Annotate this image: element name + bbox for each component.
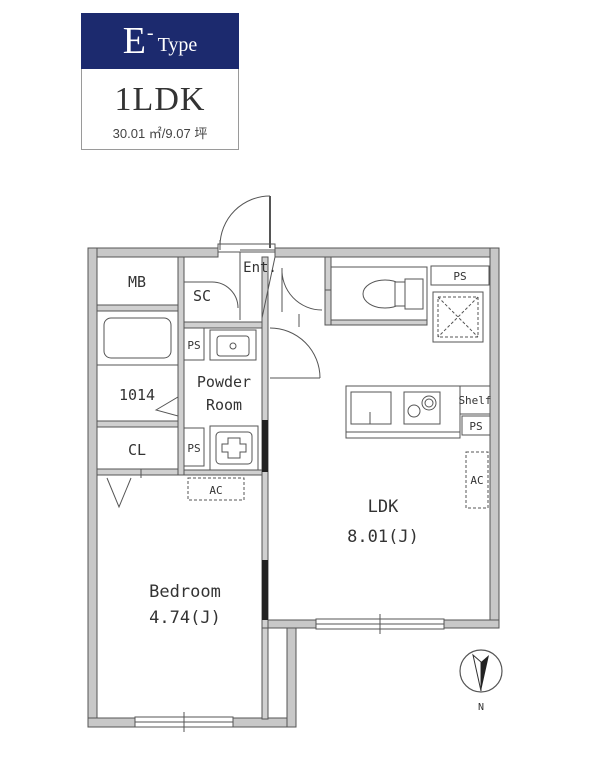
ps-kitchen-box [461,415,491,436]
ps-kitchen-label: PS [469,420,482,433]
north-label: N [478,702,484,713]
entrance [217,195,276,320]
ps-wc-label: PS [187,442,200,455]
layout-name: 1LDK [114,81,206,118]
bath-1014-label: 1014 [119,386,155,404]
window-ldk [315,614,445,634]
ldk-name: LDK [368,497,399,517]
window-bedroom [134,712,234,732]
cl-closet [96,426,179,470]
bedroom-name: Bedroom [149,582,221,602]
layout-box: 1LDK 30.01 ㎡/9.07 坪 [81,69,239,150]
ac-bedroom-box [187,477,245,501]
ps-top-label: PS [453,270,466,283]
vent-box [432,291,484,343]
powder-line2: Room [206,396,242,414]
type-dash: - [146,21,154,44]
ent-label: Ent. [243,260,277,276]
ps-top-box [430,265,490,286]
bath-1014-box [96,364,179,422]
bedroom-size: 4.74(J) [149,608,221,628]
ps-wash-box [183,327,205,361]
shelf-box [459,385,491,415]
shelf-label: Shelf [458,394,491,407]
kitchen-counter [345,385,461,439]
ac-bedroom-label: AC [209,484,222,497]
type-header: E - Type [81,13,239,69]
sliding-door-track-powder [262,420,268,472]
north-compass [459,649,503,693]
ac-ldk-box [465,451,489,509]
ps-wc-box [183,427,205,467]
type-letter: E [122,20,146,62]
mb-closet [96,256,179,306]
bathtub [96,310,179,366]
type-word: Type [157,33,198,56]
cl-label: CL [128,441,146,459]
layout-area: 30.01 ㎡/9.07 坪 [112,126,208,141]
door-swing-1014 [154,396,179,417]
ps-wash-label: PS [187,339,200,352]
sc-label: SC [193,287,211,305]
bedroom-door [106,477,132,509]
laundry-pan [209,425,259,471]
mb-label: MB [128,273,146,291]
ac-ldk-label: AC [470,474,483,487]
sc-closet [184,281,239,309]
sliding-door-track-bedroom [262,560,268,620]
ldk-size: 8.01(J) [347,527,419,547]
powder-line1: Powder [197,373,251,391]
toilet [330,266,428,321]
washbasin [209,329,257,361]
